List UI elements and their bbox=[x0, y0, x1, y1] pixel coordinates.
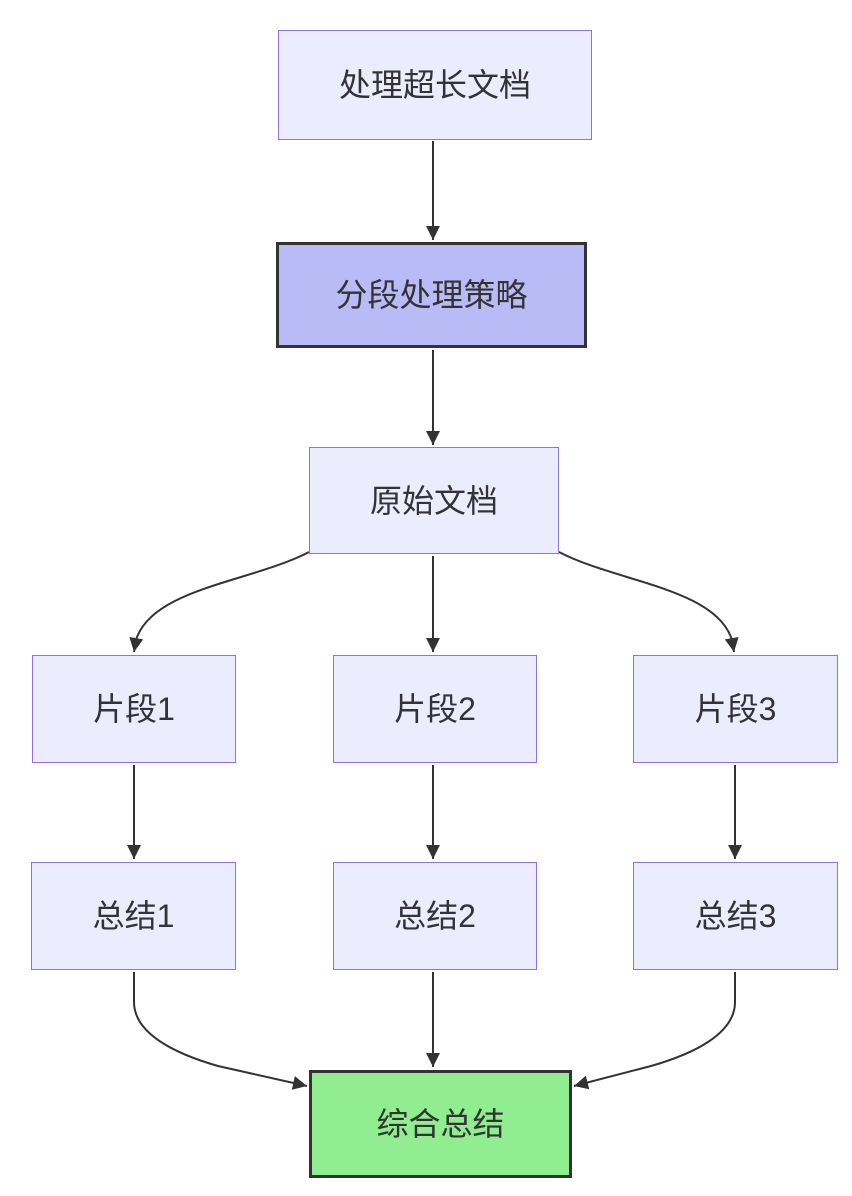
node-label: 原始文档 bbox=[369, 482, 498, 519]
node-fragment-2: 片段2 bbox=[333, 655, 537, 763]
node-label: 片段2 bbox=[394, 691, 476, 727]
node-label: 处理超长文档 bbox=[338, 67, 531, 103]
node-process-long-doc: 处理超长文档 bbox=[278, 30, 592, 140]
node-summary-2: 总结2 bbox=[333, 862, 537, 970]
node-label: 总结2 bbox=[394, 898, 476, 934]
node-label: 片段3 bbox=[694, 691, 777, 727]
node-label: 总结1 bbox=[92, 898, 175, 934]
node-label: 片段1 bbox=[93, 691, 175, 727]
node-label: 综合总结 bbox=[376, 1106, 505, 1142]
edge-e1-f bbox=[133, 972, 308, 1090]
edge-c-d1 bbox=[129, 551, 310, 653]
node-fragment-3: 片段3 bbox=[633, 655, 838, 763]
node-segmentation-strategy: 分段处理策略 bbox=[276, 242, 587, 348]
node-original-doc: 原始文档 bbox=[309, 447, 559, 554]
node-summary-1: 总结1 bbox=[31, 862, 236, 970]
node-summary-3: 总结3 bbox=[633, 862, 838, 970]
edge-e3-f bbox=[573, 972, 736, 1090]
node-final-summary: 综合总结 bbox=[309, 1070, 572, 1178]
node-label: 分段处理策略 bbox=[335, 277, 528, 313]
edge-c-d3 bbox=[558, 551, 739, 653]
node-label: 总结3 bbox=[694, 898, 777, 934]
node-fragment-1: 片段1 bbox=[32, 655, 236, 763]
